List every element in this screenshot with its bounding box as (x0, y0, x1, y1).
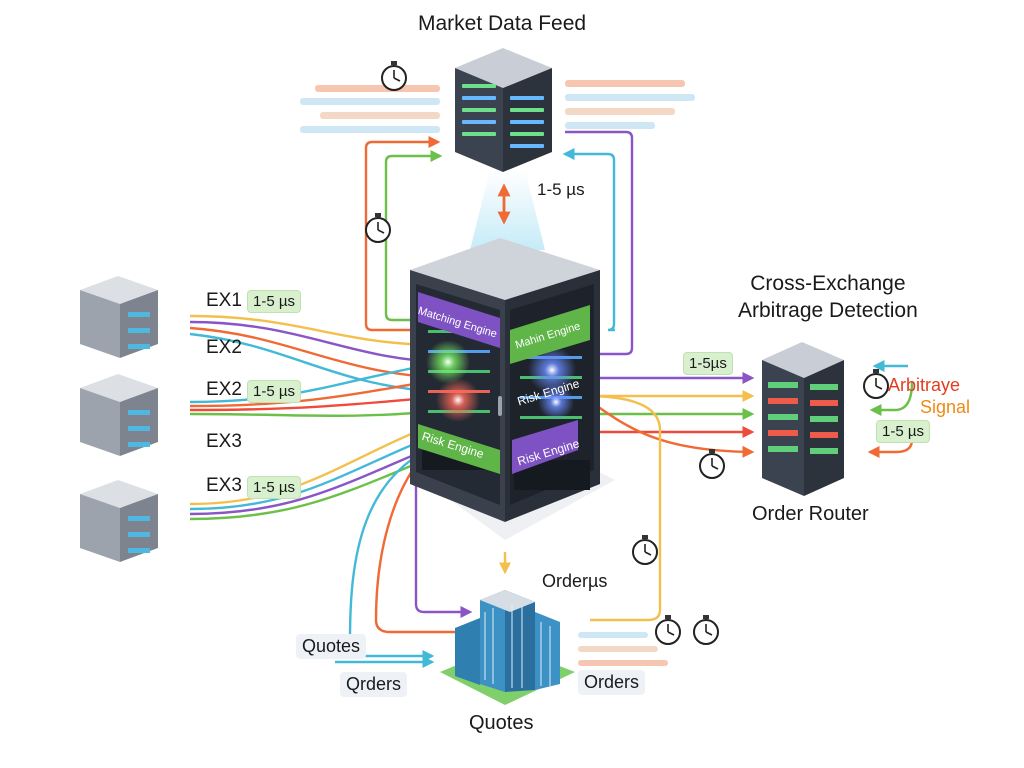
link-ex3-yellow (189, 418, 446, 506)
light-beam (470, 170, 545, 250)
link-feed-orange (364, 136, 441, 332)
label-bar-risk-engine-front (418, 424, 500, 474)
exchange-label-ex1: EX1 (206, 290, 242, 311)
orders-left-tag: Qrders (340, 672, 408, 697)
exchange-server-ex3-icon (80, 480, 158, 562)
exchange-label-ex2b: EX2 (206, 379, 242, 400)
exchange-label-ex2a: EX2 (206, 337, 242, 358)
order-router-server-icon (762, 342, 844, 496)
router-latency-badge: 1-5µs (683, 352, 733, 375)
arbitrage-title-line2: Arbitrage Detection (738, 299, 918, 323)
label-bar-side-bottom (512, 420, 578, 474)
signal-latency-badge: 1-5 µs (876, 420, 930, 443)
stopwatch-icon (365, 213, 391, 243)
orderus-label: Orderµs (542, 571, 608, 591)
feed-latency-label: 1-5 µs (537, 180, 585, 199)
exchange-label-ex3b: EX3 (206, 475, 242, 496)
stopwatch-icon (655, 615, 681, 645)
orders-right-tag: Orders (578, 670, 646, 695)
exchange-label-ex3a: EX3 (206, 431, 242, 452)
exchange-latency-ex2: 1-5 µs (247, 380, 301, 403)
arbitrage-signal-line1: Arbitraye (888, 375, 961, 395)
link-feed-cyan (562, 148, 616, 332)
exchange-latency-ex3: 1-5 µs (247, 476, 301, 499)
label-bar-matching-engine (418, 292, 500, 348)
feed-panel-left (300, 85, 440, 133)
stopwatches (365, 61, 889, 645)
exchange-server-ex1-icon (80, 276, 158, 358)
link-ex1-orange (189, 326, 449, 380)
label-bar-side-top (510, 305, 590, 364)
link-feed-purple (565, 130, 634, 356)
stopwatch-icon (699, 449, 725, 479)
stopwatch-icon (632, 535, 658, 565)
link-ex1-cyan (189, 332, 441, 394)
arbitrage-signal-line2: Signal (920, 397, 971, 417)
stopwatch-icon (381, 61, 407, 91)
bottom-quotes-label: Quotes (469, 712, 534, 734)
quotes-tag: Quotes (296, 634, 367, 659)
link-building-yellow (584, 394, 662, 622)
stopwatch-icon (693, 615, 719, 645)
arbitrage-title-line1: Cross-Exchange (750, 272, 906, 295)
link-ex1-yellow (189, 314, 441, 347)
market-data-feed-title: Market Data Feed (418, 12, 587, 35)
link-signal-green (869, 381, 914, 416)
feed-panel-right (565, 80, 695, 129)
market-data-server-icon (455, 48, 552, 172)
feed-links (364, 130, 634, 356)
office-building-icon (440, 590, 575, 705)
router-links (559, 360, 914, 458)
exchange-latency-ex1: 1-5 µs (247, 290, 301, 313)
link-ex2-cyan (189, 360, 446, 404)
arbitrage-detection-title: Cross-Exchange Arbitrage Detection (738, 270, 918, 325)
stopwatch-icon (863, 369, 889, 399)
order-router-label: Order Router (752, 503, 869, 525)
building-panel-right (578, 632, 668, 666)
exchange-server-ex2-icon (80, 374, 158, 456)
